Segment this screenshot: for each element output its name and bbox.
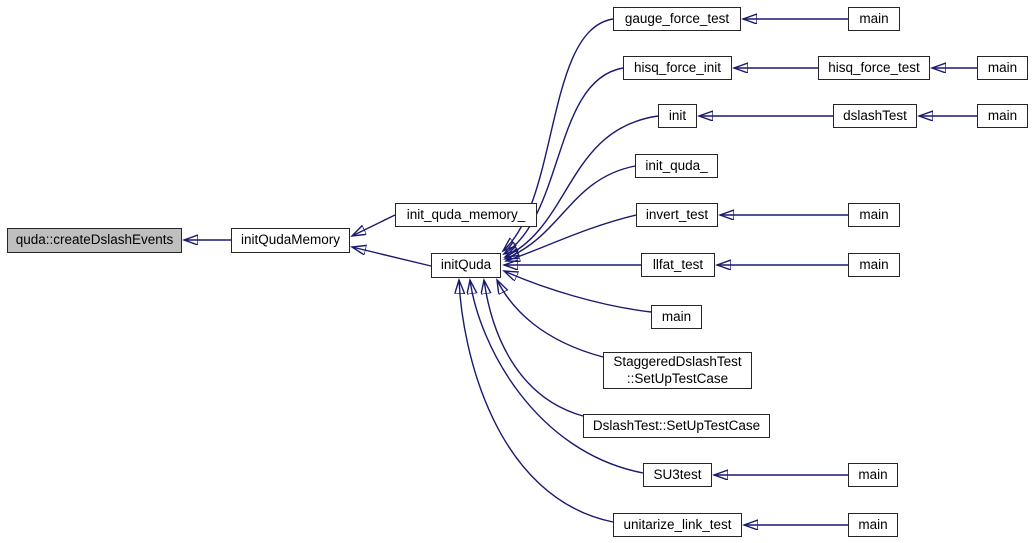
node-main-3[interactable]: main: [977, 104, 1028, 128]
node-hisq-force-test[interactable]: hisq_force_test: [818, 56, 930, 80]
edge-unitarize-link-test-to-initquda: [459, 280, 614, 523]
node-label: unitarize_link_test: [623, 516, 732, 532]
node-label: DslashTest::SetUpTestCase: [592, 417, 761, 433]
node-label: initQudaMemory: [240, 232, 341, 248]
node-gauge-force-test[interactable]: gauge_force_test: [613, 7, 741, 31]
node-quda-createdslashevents[interactable]: quda::createDslashEvents: [7, 228, 182, 253]
node-su3test[interactable]: SU3test: [643, 463, 712, 487]
node-label: main: [858, 516, 888, 532]
edge-init-quda-to-initquda: [505, 165, 636, 259]
node-dslashtest[interactable]: dslashTest: [833, 104, 917, 128]
node-label: main: [661, 308, 692, 324]
edge-invert-test-to-initquda: [506, 214, 637, 261]
node-label: init_quda_: [645, 157, 708, 173]
node-label: main: [859, 256, 889, 272]
node-label: SU3test: [653, 466, 702, 482]
node-label: main: [987, 107, 1018, 123]
node-unitarize-link-test[interactable]: unitarize_link_test: [613, 513, 742, 537]
edge-su3test-to-initquda: [470, 280, 644, 474]
node-initquda[interactable]: initQuda: [431, 253, 501, 278]
edge-initquda-to-initqudamemory: [352, 247, 432, 267]
node-label: StaggeredDslashTest ::SetUpTestCase: [613, 353, 742, 386]
node-label: main: [858, 466, 888, 482]
node-label: init: [668, 107, 687, 123]
node-label: dslashTest: [843, 107, 907, 123]
node-label: invert_test: [645, 206, 709, 222]
node-invert-test[interactable]: invert_test: [636, 203, 718, 227]
node-main-2[interactable]: main: [977, 56, 1028, 80]
node-label: quda::createDslashEvents: [15, 232, 174, 248]
node-init-quda[interactable]: init_quda_: [635, 154, 718, 178]
edge-init-quda-memory-to-initqudamemory: [352, 214, 396, 236]
node-main-6[interactable]: main: [651, 305, 702, 329]
node-label: llfat_test: [652, 256, 704, 272]
node-dslashtest-setuptestcase[interactable]: DslashTest::SetUpTestCase: [583, 414, 770, 438]
edge-dslashtest-setup-to-initquda: [484, 280, 584, 417]
node-label: initQuda: [440, 257, 492, 273]
edge-init-to-initquda: [505, 115, 659, 257]
node-label: main: [987, 59, 1018, 75]
node-initqudamemory[interactable]: initQudaMemory: [231, 228, 350, 253]
node-staggereddslashtest-setuptestcase[interactable]: StaggeredDslashTest ::SetUpTestCase: [603, 352, 752, 389]
edge-hisq-force-init-to-initquda: [504, 67, 624, 254]
node-label: hisq_force_init: [633, 59, 722, 75]
node-label: gauge_force_test: [624, 10, 730, 26]
node-main-7[interactable]: main: [848, 463, 898, 487]
edge-main-6-to-initquda: [504, 271, 652, 313]
node-label: hisq_force_test: [828, 59, 920, 75]
node-init-quda-memory[interactable]: init_quda_memory_: [395, 203, 537, 227]
node-main-5[interactable]: main: [848, 253, 900, 277]
node-llfat-test[interactable]: llfat_test: [641, 253, 715, 277]
node-init[interactable]: init: [658, 104, 697, 128]
node-label: main: [859, 10, 889, 26]
edge-staggereddslashtest-to-initquda: [497, 280, 604, 358]
node-main-1[interactable]: main: [848, 7, 900, 31]
node-label: init_quda_memory_: [406, 206, 526, 222]
node-main-8[interactable]: main: [848, 513, 898, 537]
node-main-4[interactable]: main: [848, 203, 900, 227]
node-hisq-force-init[interactable]: hisq_force_init: [623, 56, 732, 80]
node-label: main: [859, 206, 889, 222]
